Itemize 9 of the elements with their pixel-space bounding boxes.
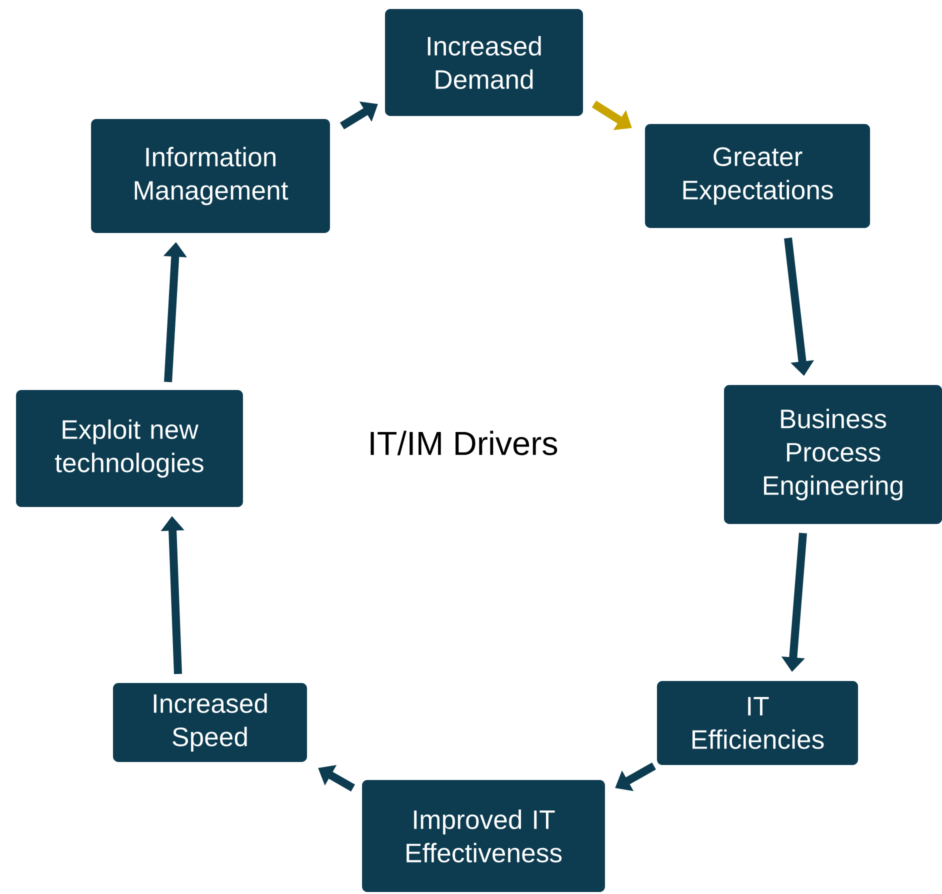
process-box: Exploit new technologies <box>16 390 243 508</box>
process-box: Information Management <box>91 119 330 233</box>
center-title: IT/IM Drivers <box>370 430 558 456</box>
process-box: Increased Demand <box>385 9 583 116</box>
process-box: Greater Expectations <box>644 124 870 228</box>
process-box: Improved IT Effectiveness <box>362 780 605 892</box>
process-box: Business Process Engineering <box>724 385 942 524</box>
process-box: Increased Speed <box>113 683 307 762</box>
process-box: IT Efficiencies <box>656 681 858 765</box>
